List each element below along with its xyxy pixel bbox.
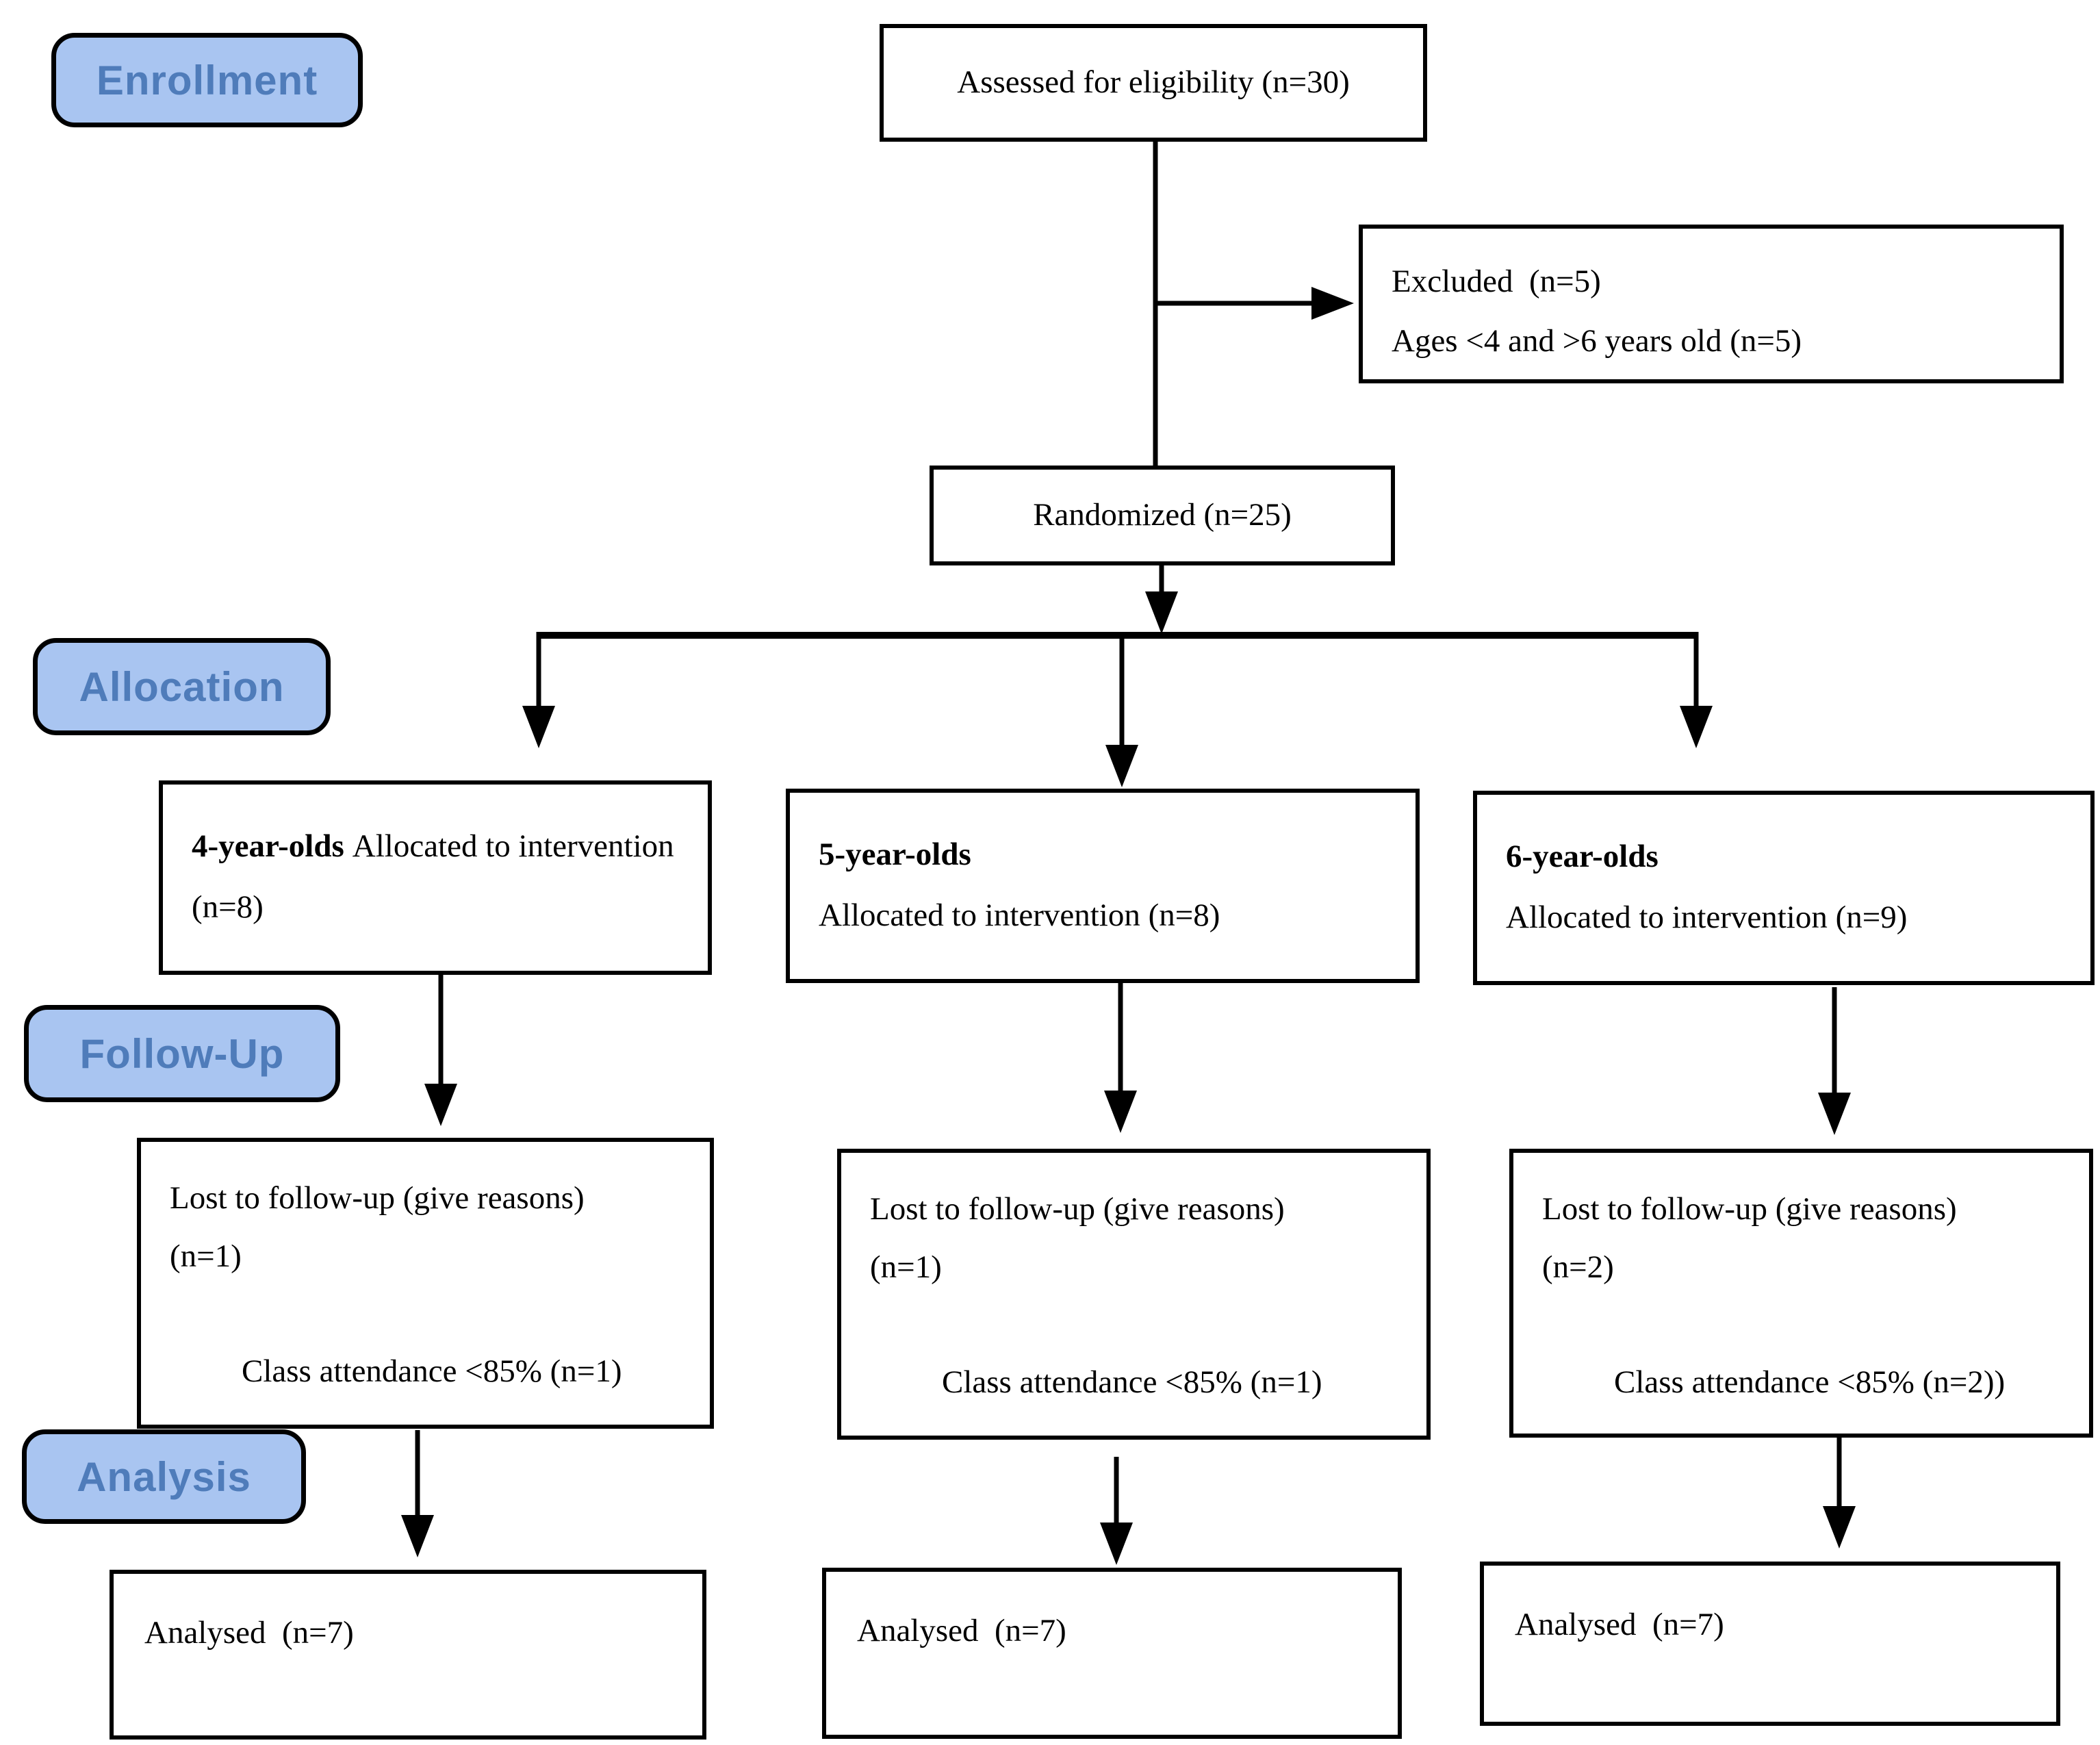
stage-label-allocation: Allocation bbox=[33, 638, 331, 735]
lost-to-followup-count: (n=2) bbox=[1542, 1249, 1614, 1285]
lost-to-followup-text: Lost to follow-up (give reasons) bbox=[1542, 1191, 1957, 1227]
stage-label-analysis: Analysis bbox=[22, 1429, 306, 1524]
followup-box-5-year-olds: Lost to follow-up (give reasons) (n=1) C… bbox=[837, 1149, 1431, 1440]
lost-to-followup-text: Lost to follow-up (give reasons) bbox=[170, 1180, 585, 1216]
followup-box-4-year-olds: Lost to follow-up (give reasons) (n=1) C… bbox=[137, 1138, 714, 1429]
blank-line bbox=[1542, 1296, 2072, 1353]
followup-reason-text: Class attendance <85% (n=2)) bbox=[1614, 1364, 2006, 1401]
assessed-box: Assessed for eligibility (n=30) bbox=[880, 24, 1427, 142]
analysed-box-4-year-olds: Analysed (n=7) bbox=[110, 1570, 706, 1740]
allocation-text: Allocated to intervention (n=8) bbox=[819, 897, 1220, 934]
stage-label-text: Follow-Up bbox=[79, 1030, 285, 1077]
stage-label-enrollment: Enrollment bbox=[51, 33, 363, 127]
stage-label-followup: Follow-Up bbox=[24, 1005, 340, 1102]
stage-label-text: Enrollment bbox=[96, 57, 318, 103]
excluded-line-1: Excluded (n=5) bbox=[1392, 264, 1601, 299]
lost-to-followup-count: (n=1) bbox=[170, 1238, 242, 1274]
stage-label-text: Allocation bbox=[79, 663, 285, 710]
assessed-text: Assessed for eligibility (n=30) bbox=[957, 64, 1350, 101]
stage-label-text: Analysis bbox=[77, 1453, 251, 1500]
age-group-label: 5-year-olds bbox=[819, 837, 971, 872]
blank-line bbox=[170, 1285, 693, 1342]
blank-line bbox=[870, 1296, 1409, 1353]
age-group-label: 6-year-olds bbox=[1506, 839, 1659, 874]
randomized-box: Randomized (n=25) bbox=[930, 466, 1395, 565]
analysed-text: Analysed (n=7) bbox=[857, 1613, 1066, 1648]
allocation-box-6-year-olds: 6-year-olds Allocated to intervention (n… bbox=[1473, 791, 2095, 985]
followup-reason-text: Class attendance <85% (n=1) bbox=[242, 1353, 622, 1390]
analysed-text: Analysed (n=7) bbox=[1515, 1607, 1724, 1642]
lost-to-followup-count: (n=1) bbox=[870, 1249, 942, 1285]
allocation-box-5-year-olds: 5-year-olds Allocated to intervention (n… bbox=[786, 789, 1420, 983]
randomized-text: Randomized (n=25) bbox=[1033, 497, 1292, 533]
analysed-box-5-year-olds: Analysed (n=7) bbox=[822, 1568, 1402, 1739]
followup-reason-text: Class attendance <85% (n=1) bbox=[942, 1364, 1322, 1401]
allocation-text: Allocated to intervention (n=9) bbox=[1506, 900, 1908, 936]
excluded-line-2: Ages <4 and >6 years old (n=5) bbox=[1392, 322, 1802, 359]
lost-to-followup-text: Lost to follow-up (give reasons) bbox=[870, 1191, 1285, 1227]
analysed-box-6-year-olds: Analysed (n=7) bbox=[1480, 1562, 2060, 1726]
followup-box-6-year-olds: Lost to follow-up (give reasons) (n=2) C… bbox=[1509, 1149, 2093, 1438]
excluded-box: Excluded (n=5) Ages <4 and >6 years old … bbox=[1359, 225, 2064, 383]
analysed-text: Analysed (n=7) bbox=[144, 1615, 354, 1651]
age-group-label: 4-year-olds bbox=[192, 828, 344, 864]
